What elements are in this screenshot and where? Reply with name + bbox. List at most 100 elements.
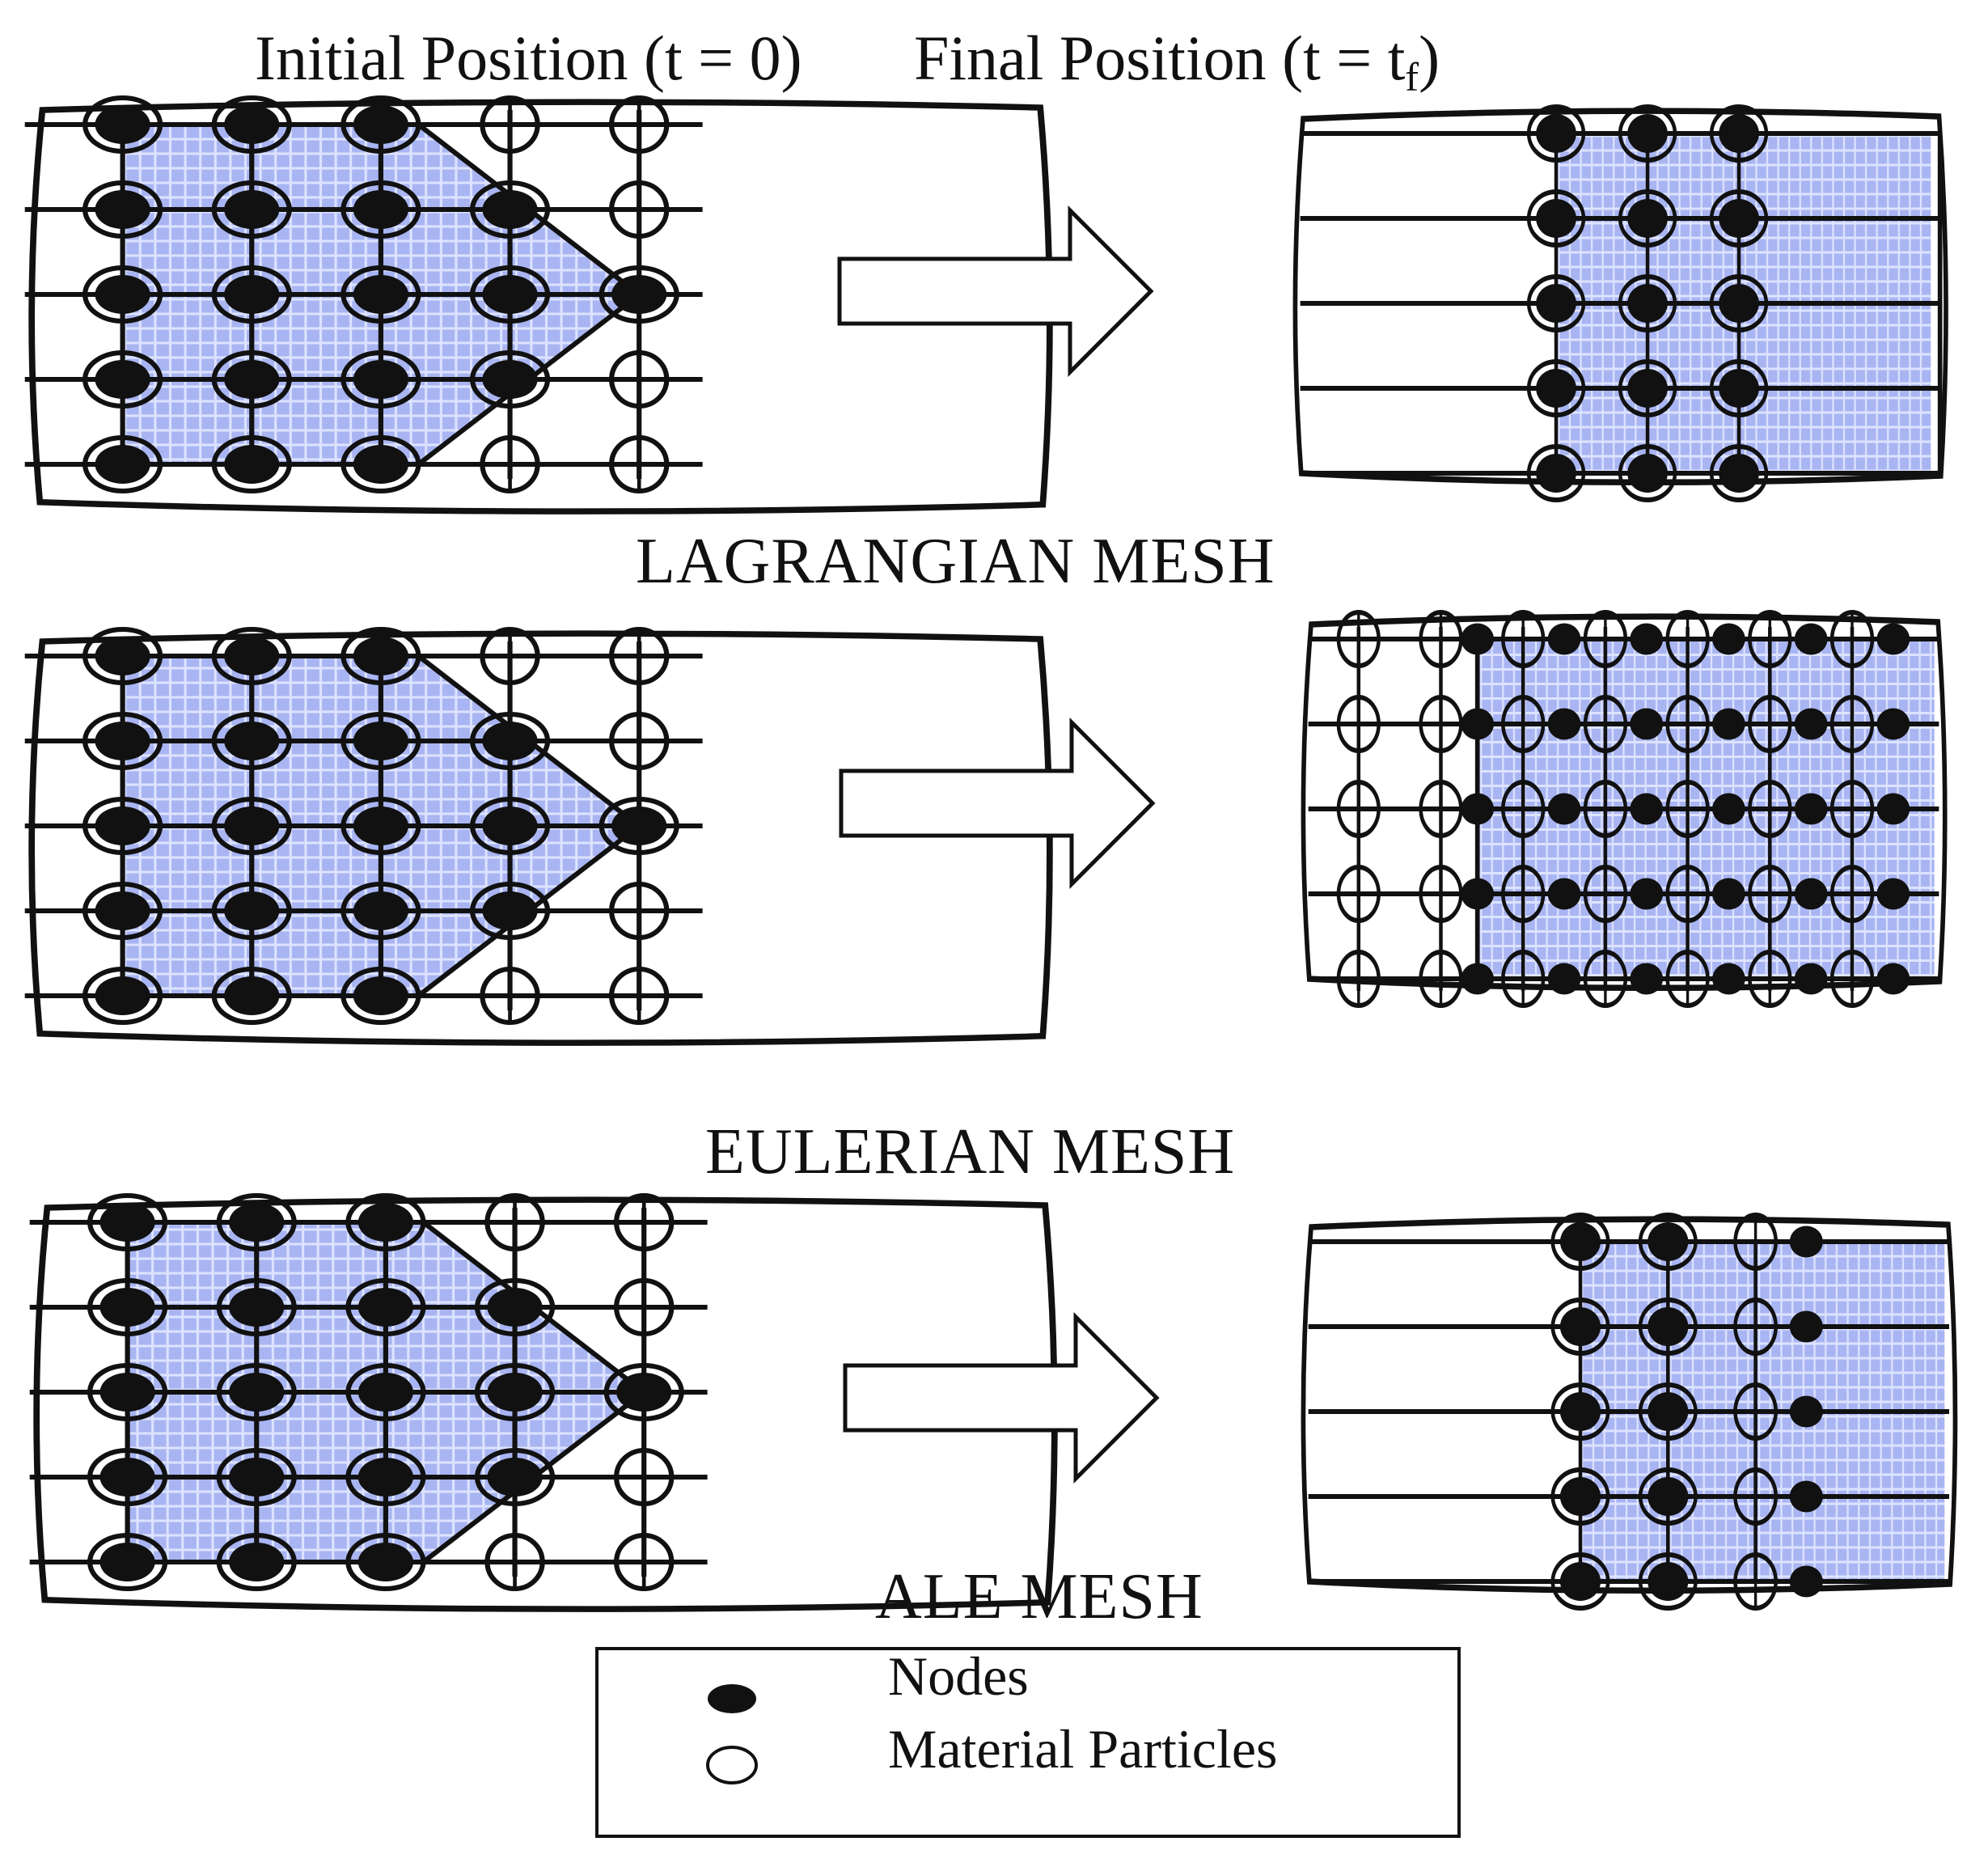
node bbox=[1547, 963, 1581, 995]
node bbox=[1547, 708, 1581, 740]
node bbox=[1876, 793, 1910, 825]
node-ring bbox=[345, 1278, 426, 1336]
node bbox=[229, 1458, 285, 1497]
node bbox=[1627, 114, 1668, 153]
node bbox=[353, 722, 408, 760]
node-ring bbox=[340, 265, 421, 324]
node-ring bbox=[340, 712, 421, 770]
node bbox=[1559, 1307, 1601, 1346]
node bbox=[616, 1373, 672, 1412]
initial-position-title: Initial Position (t = 0) bbox=[255, 23, 802, 93]
node bbox=[95, 275, 150, 314]
lagrangian-final-panel bbox=[1292, 104, 1948, 502]
node-ring bbox=[82, 797, 163, 855]
node-ring bbox=[1550, 1552, 1610, 1611]
node bbox=[1789, 1480, 1823, 1513]
node bbox=[353, 637, 408, 675]
node bbox=[95, 891, 150, 930]
node-ring bbox=[340, 95, 421, 154]
node bbox=[1794, 623, 1828, 655]
node bbox=[1630, 963, 1664, 995]
node bbox=[1719, 199, 1759, 238]
node-ring bbox=[1638, 1382, 1698, 1441]
node-ring bbox=[211, 967, 292, 1025]
node-ring bbox=[1526, 359, 1586, 417]
node bbox=[224, 105, 280, 144]
node-ring bbox=[1709, 359, 1769, 417]
node bbox=[353, 360, 408, 399]
mesh-frame bbox=[1301, 1216, 1958, 1594]
node-ring bbox=[1550, 1382, 1610, 1441]
node-ring bbox=[216, 1533, 297, 1591]
node bbox=[482, 806, 538, 845]
node bbox=[1559, 1222, 1601, 1261]
node bbox=[99, 1203, 155, 1242]
node-ring bbox=[211, 797, 292, 855]
node-ring bbox=[1709, 189, 1769, 248]
node bbox=[1794, 793, 1828, 825]
node bbox=[224, 275, 280, 314]
node-ring bbox=[1526, 274, 1586, 332]
node bbox=[357, 1543, 413, 1581]
node-ring bbox=[1709, 104, 1769, 163]
legend-box bbox=[595, 1647, 1461, 1838]
node bbox=[229, 1288, 285, 1327]
node bbox=[1559, 1477, 1601, 1516]
node-ring bbox=[82, 712, 163, 770]
node bbox=[1876, 878, 1910, 910]
legend-particles-label: Material Particles bbox=[888, 1718, 1277, 1780]
node bbox=[1627, 199, 1668, 238]
node bbox=[1719, 454, 1759, 493]
node bbox=[95, 445, 150, 484]
eulerian-initial-panel bbox=[24, 627, 1053, 1046]
node bbox=[95, 722, 150, 760]
node bbox=[1876, 708, 1910, 740]
node-ring bbox=[345, 1363, 426, 1421]
node bbox=[611, 275, 667, 314]
node bbox=[99, 1373, 155, 1412]
ale-initial-panel bbox=[29, 1193, 1058, 1612]
node-ring bbox=[82, 265, 163, 324]
node bbox=[1794, 878, 1828, 910]
node-ring bbox=[599, 797, 679, 855]
node bbox=[1536, 454, 1576, 493]
node-ring bbox=[87, 1363, 168, 1421]
node bbox=[353, 806, 408, 845]
node bbox=[1719, 284, 1759, 323]
node-ring bbox=[87, 1448, 168, 1506]
eulerian-mesh-label: EULERIAN MESH bbox=[705, 1116, 1235, 1188]
node-ring bbox=[1709, 274, 1769, 332]
ale-arrow bbox=[843, 1311, 1160, 1484]
node bbox=[1648, 1562, 1689, 1601]
node-ring bbox=[1526, 444, 1586, 502]
node-ring bbox=[211, 180, 292, 239]
node bbox=[482, 891, 538, 930]
node bbox=[1719, 369, 1759, 408]
node-ring bbox=[469, 180, 551, 239]
node bbox=[1789, 1226, 1823, 1258]
node bbox=[1536, 199, 1576, 238]
node-ring bbox=[469, 882, 551, 940]
node-ring bbox=[1526, 189, 1586, 248]
final-position-title: Final Position (t = tf) bbox=[914, 23, 1440, 99]
node-ring bbox=[211, 95, 292, 154]
node bbox=[224, 722, 280, 760]
node bbox=[482, 360, 538, 399]
node-ring bbox=[340, 350, 421, 409]
node bbox=[1648, 1392, 1689, 1431]
node bbox=[357, 1373, 413, 1412]
node-ring bbox=[469, 265, 551, 324]
node-ring bbox=[82, 967, 163, 1025]
node bbox=[95, 360, 150, 399]
node-ring bbox=[211, 435, 292, 493]
node-ring bbox=[603, 1363, 684, 1421]
node bbox=[95, 637, 150, 675]
node bbox=[99, 1543, 155, 1581]
node bbox=[482, 275, 538, 314]
node-ring bbox=[345, 1193, 426, 1251]
eulerian-arrow bbox=[839, 717, 1156, 890]
node-ring bbox=[211, 350, 292, 409]
node-ring bbox=[1618, 444, 1677, 502]
node bbox=[224, 637, 280, 675]
node bbox=[1547, 793, 1581, 825]
